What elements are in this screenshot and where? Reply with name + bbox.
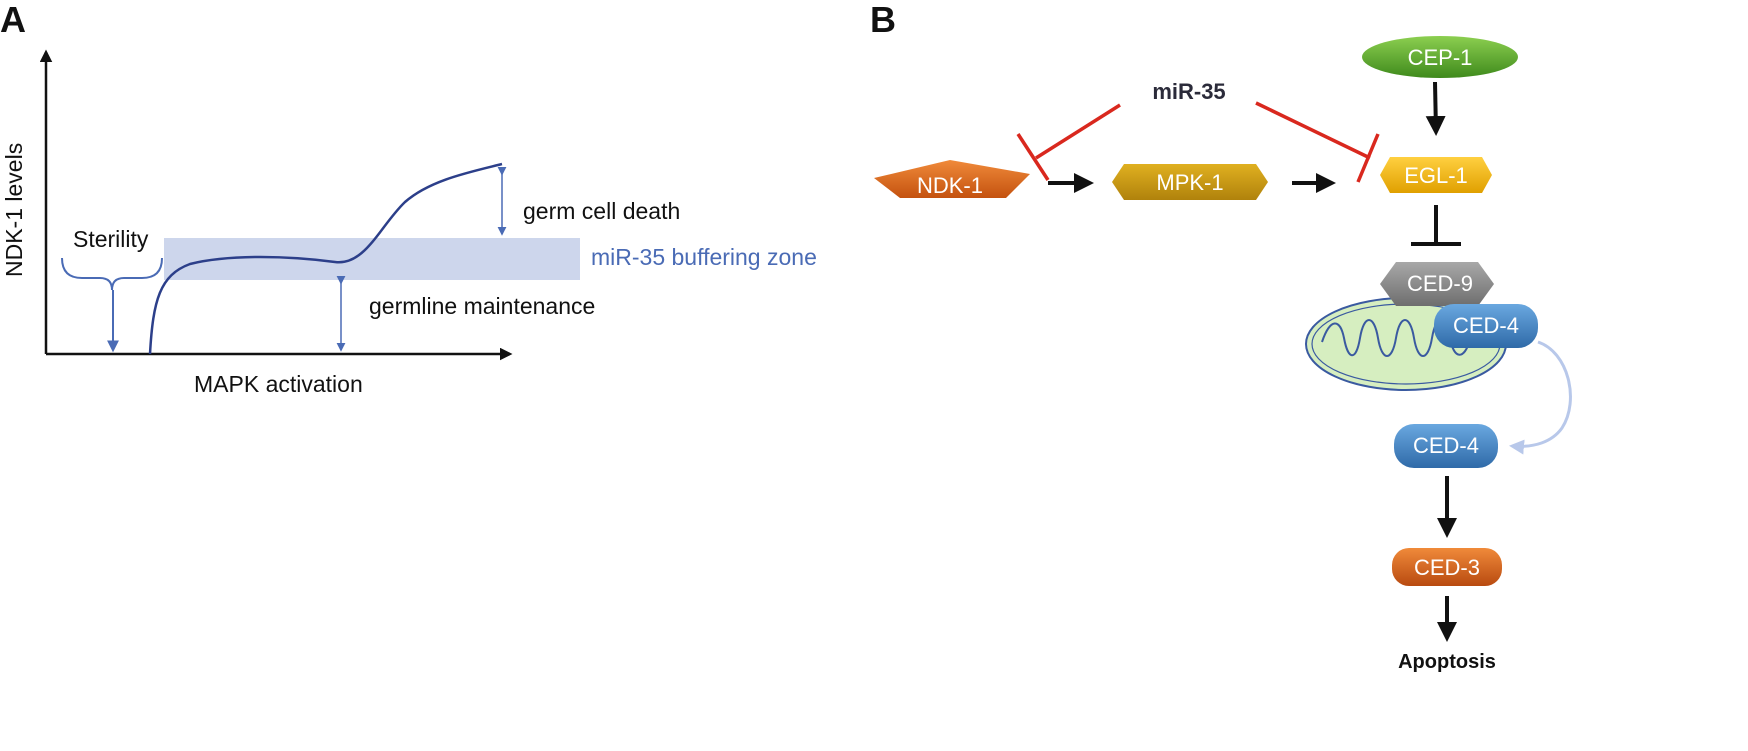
mir35-inhibits-ndk1-line	[1035, 103, 1121, 160]
ced4-free-label: CED-4	[1413, 433, 1479, 458]
ced9-label: CED-9	[1407, 271, 1473, 296]
ndk1-node: NDK-1	[874, 160, 1030, 198]
sterility-brace	[61, 257, 163, 291]
mpk1-node: MPK-1	[1112, 164, 1268, 200]
ndk1-label: NDK-1	[917, 173, 983, 198]
egl1-node: EGL-1	[1380, 157, 1492, 193]
panel-a: A NDK-1 levels MAPK activation Sterility…	[0, 0, 817, 397]
apoptosis-label: Apoptosis	[1398, 651, 1496, 673]
sterility-label: Sterility	[73, 226, 149, 252]
mir35-inhibits-egl1-line	[1255, 101, 1371, 160]
x-axis-label: MAPK activation	[194, 371, 363, 397]
ced4-mito-label: CED-4	[1453, 313, 1519, 338]
ced4-mito-node: CED-4	[1434, 304, 1538, 348]
panel-a-letter: A	[0, 0, 26, 40]
y-axis-label: NDK-1 levels	[1, 143, 27, 277]
buffering-zone-label: miR-35 buffering zone	[591, 244, 817, 270]
egl1-label: EGL-1	[1404, 163, 1468, 188]
cep1-node: CEP-1	[1362, 36, 1518, 78]
ndk1-response-curve	[148, 162, 503, 355]
panel-b: B miR-35 NDK-1 MPK-1 CEP-1	[870, 0, 1572, 673]
germline-maintenance-label: germline maintenance	[369, 293, 595, 319]
ced4-release-arrow	[1509, 340, 1572, 455]
ced3-node: CED-3	[1392, 548, 1502, 586]
mir35-inhibits-egl1-bar	[1356, 133, 1380, 183]
cep1-to-egl1-arrow	[1425, 81, 1446, 136]
germ-cell-death-label: germ cell death	[523, 198, 680, 224]
cep1-label: CEP-1	[1408, 45, 1473, 70]
panel-b-letter: B	[870, 0, 896, 40]
ced9-node: CED-9	[1380, 262, 1494, 306]
mpk1-label: MPK-1	[1156, 170, 1223, 195]
mir35-label: miR-35	[1152, 79, 1225, 104]
ced3-label: CED-3	[1414, 555, 1480, 580]
mir35-inhibits-ndk1-bar	[1016, 133, 1050, 181]
ced4-free-node: CED-4	[1394, 424, 1498, 468]
